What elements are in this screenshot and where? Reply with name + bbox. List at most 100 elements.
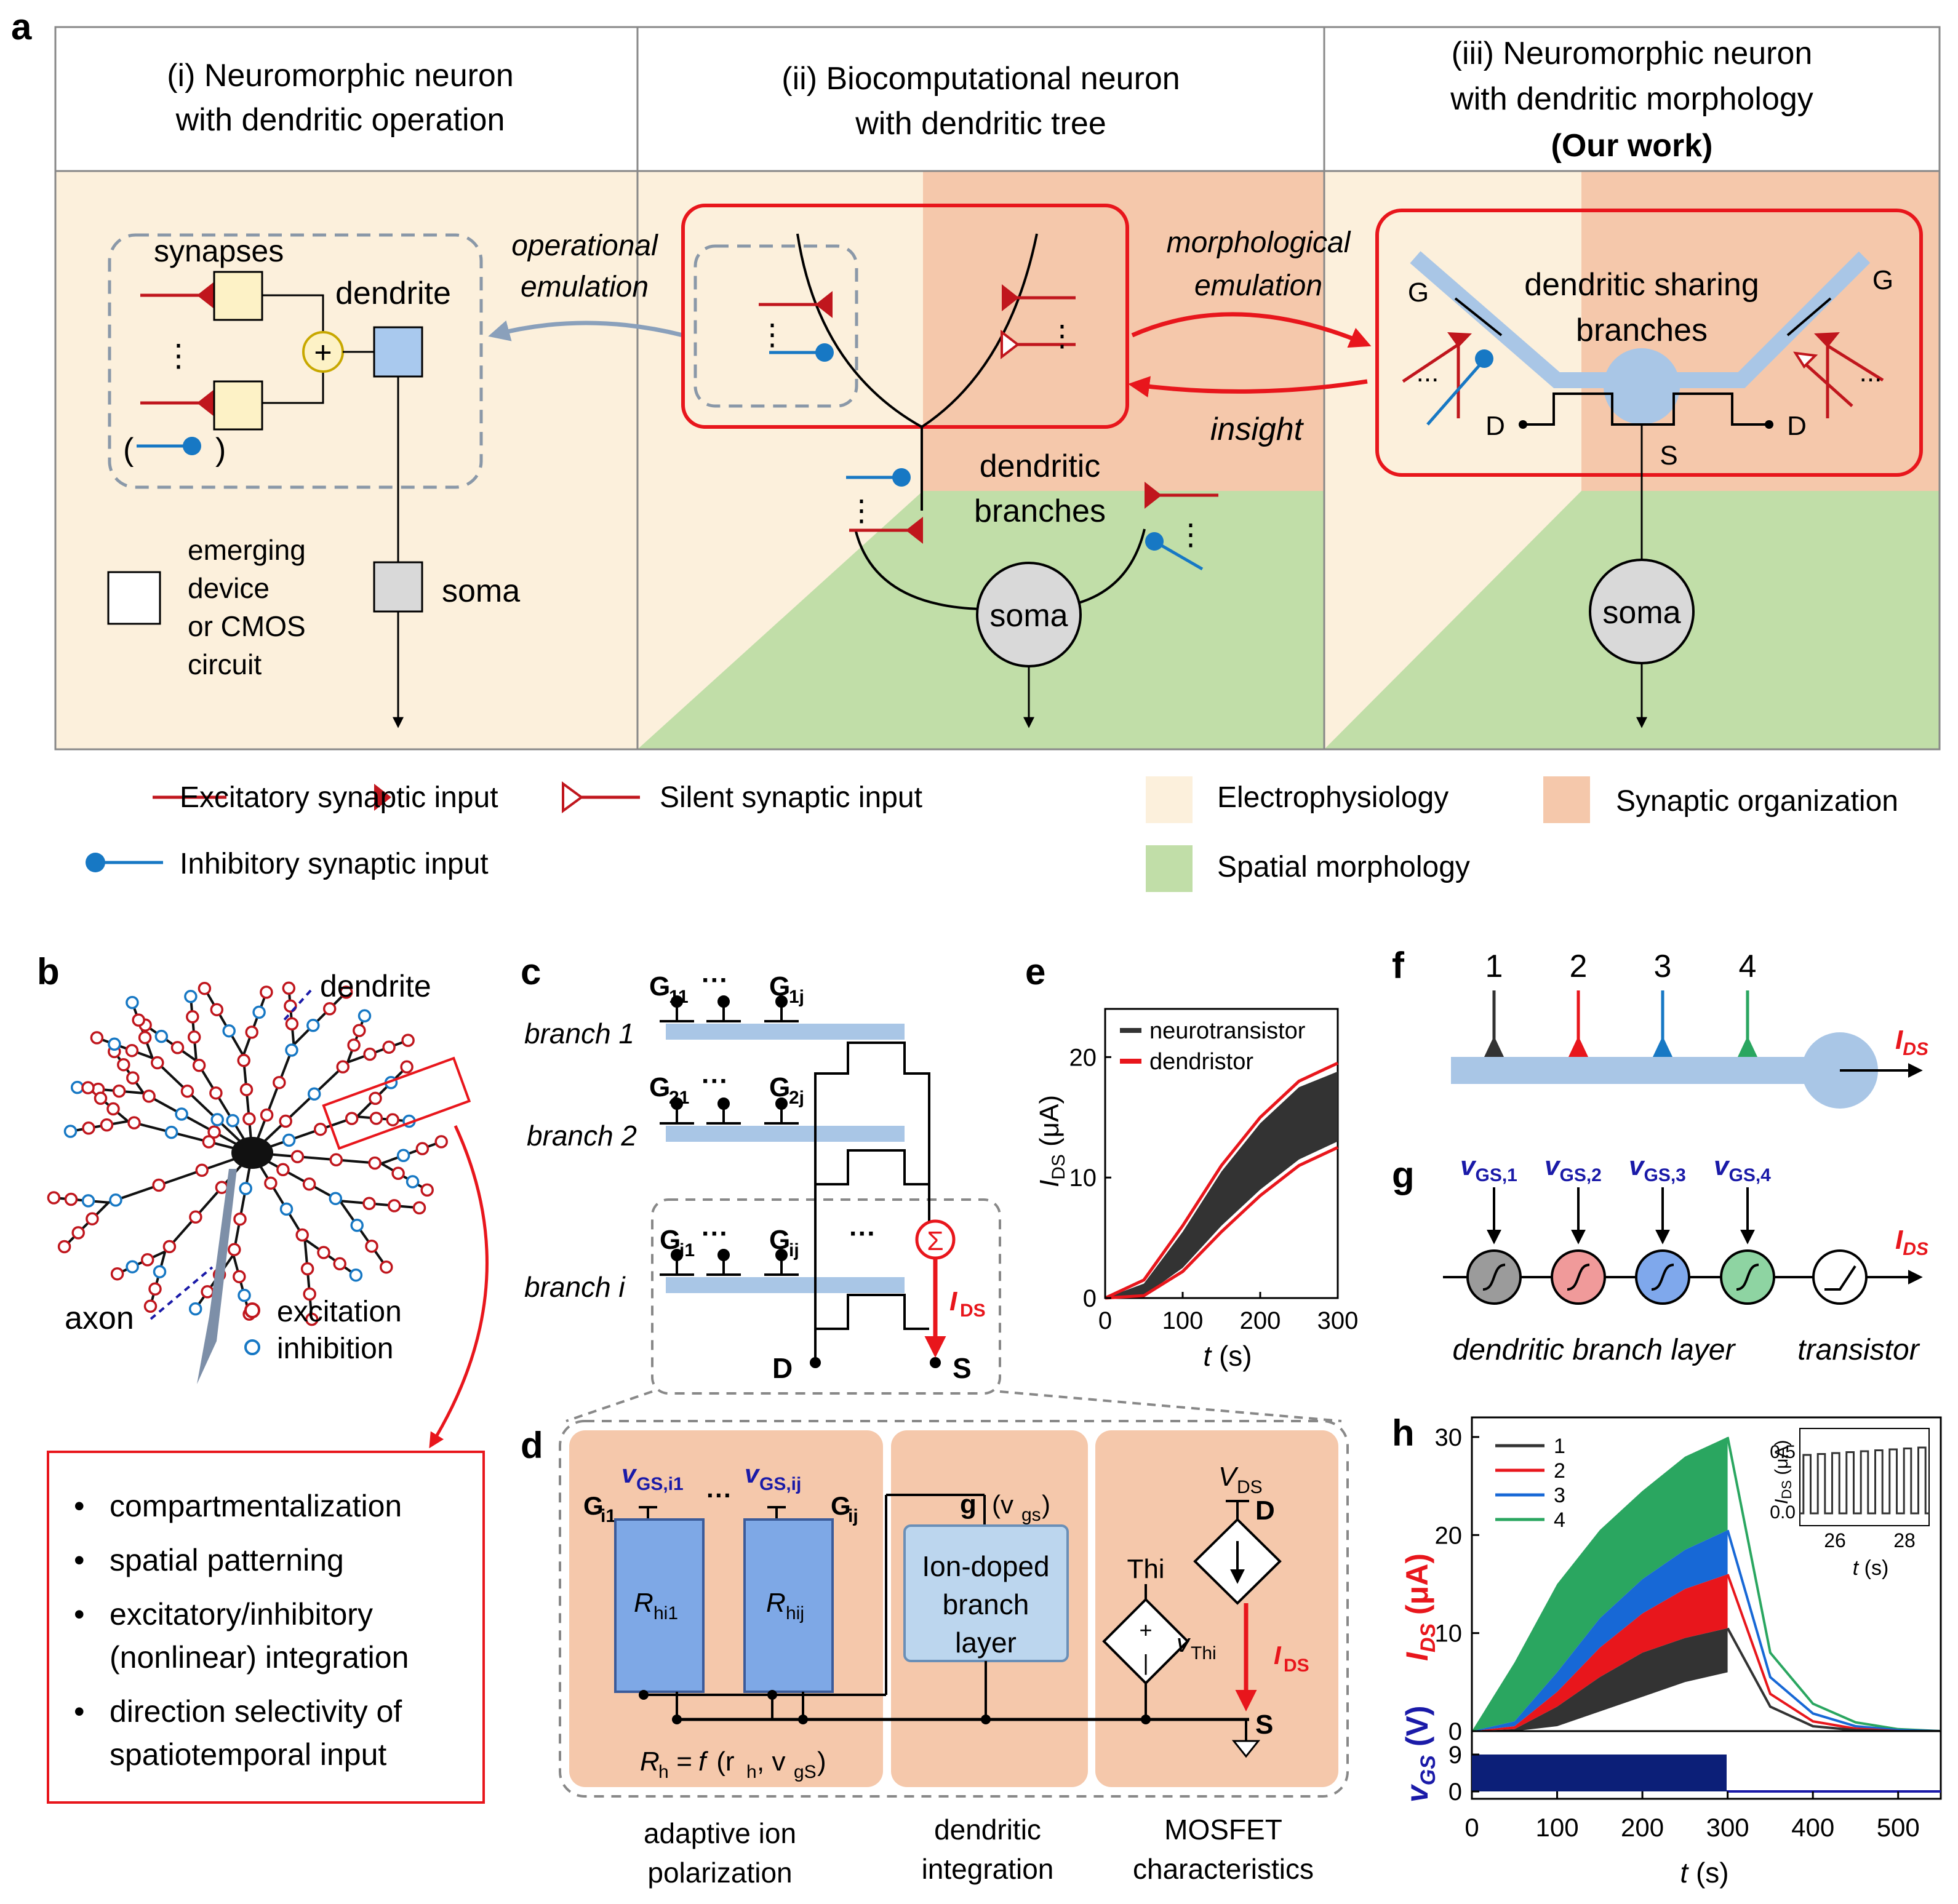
legend-spatial-swatch	[1146, 845, 1193, 892]
svg-text:h: h	[746, 1762, 757, 1782]
band-4	[1472, 1436, 1728, 1731]
inhibition-site	[188, 1302, 202, 1316]
legend-exc-label: Excitatory synaptic input	[180, 781, 498, 814]
panel-label-g: g	[1392, 1154, 1415, 1195]
legend-label-h-4: 4	[1554, 1508, 1565, 1532]
excitation-site	[110, 1267, 124, 1281]
xtick-label-e: 200	[1240, 1307, 1281, 1334]
svg-text:1j: 1j	[789, 987, 804, 1007]
inhibition-site	[153, 1265, 167, 1278]
circuit-dashed	[559, 1420, 1349, 1798]
excitation-site	[228, 1243, 241, 1257]
svg-text:gs: gs	[1021, 1505, 1041, 1525]
inset-xtick-label: 26	[1824, 1529, 1846, 1551]
inhibition-site	[126, 1260, 139, 1273]
legend-exc-symbol	[153, 784, 391, 811]
excitation-site	[282, 981, 296, 995]
soma-box	[373, 561, 423, 613]
excitation-site	[207, 1125, 221, 1139]
branch2-label: branch 2	[527, 1120, 637, 1152]
dendrite-branch	[143, 1092, 253, 1154]
branch1-channel	[666, 1024, 905, 1040]
inhibition-site	[63, 1125, 78, 1138]
svg-text:R: R	[640, 1747, 660, 1777]
svg-text:···: ···	[701, 1219, 729, 1249]
inhibition-site	[329, 1192, 343, 1205]
vgs-input-2: vGS,2	[1544, 1151, 1602, 1185]
cap-adaptive-2: polarization	[647, 1857, 792, 1889]
vgs-input-3: vGS,3	[1629, 1151, 1686, 1185]
G-left: G	[1408, 277, 1429, 308]
axon-shape	[197, 1169, 237, 1384]
excitation-site	[47, 1191, 61, 1205]
Rhij-resistor	[743, 1518, 834, 1693]
inhibition-site	[109, 1193, 122, 1207]
excitation-site	[285, 1017, 299, 1031]
svg-text:G: G	[583, 1491, 604, 1520]
svg-text:···: ···	[701, 1066, 729, 1096]
dendrite-subbranch	[380, 1139, 445, 1165]
dendrite-branch	[252, 1152, 382, 1165]
our-work-box	[1375, 209, 1923, 477]
excitation-site	[329, 1153, 343, 1167]
bullet-4b: spatiotemporal input	[110, 1737, 386, 1772]
dendrite-tree-upper	[796, 233, 1038, 429]
highlight-rect	[322, 1056, 471, 1150]
excitation-site	[201, 1285, 214, 1299]
col2-title-1: (ii) Biocomputational neuron	[781, 61, 1180, 97]
vgs-input-1: vGS,1	[1460, 1151, 1517, 1185]
panel-label-h: h	[1392, 1412, 1415, 1454]
dendrite-box	[373, 326, 423, 378]
excitation-site	[412, 1201, 426, 1215]
legend-synaptic-label: Synaptic organization	[1616, 785, 1898, 818]
excitation-site	[369, 1112, 383, 1125]
inset-pulses	[1800, 1446, 1929, 1515]
svg-text:h: h	[658, 1762, 669, 1782]
excitation-site	[347, 1038, 361, 1052]
excitation-site	[195, 1163, 209, 1177]
ground-symbol	[1231, 1740, 1261, 1758]
excitation-site	[152, 1178, 166, 1192]
paren-open: (	[123, 432, 134, 468]
dendrite-subbranch	[303, 1239, 314, 1324]
svg-text:2j: 2j	[789, 1088, 804, 1108]
inset-ytick-label: 0.0	[1770, 1502, 1796, 1523]
Rhi1-resistor	[614, 1518, 705, 1693]
dendrite-subbranch	[347, 1038, 412, 1064]
inset-ytick-label: 0.5	[1770, 1442, 1796, 1462]
svg-text:): )	[817, 1747, 826, 1777]
sigmoid-curve	[1736, 1264, 1759, 1291]
excitation-site	[295, 1228, 309, 1242]
svg-text:Thi: Thi	[1191, 1643, 1217, 1663]
morphological-2: emulation	[1194, 269, 1322, 302]
svg-text:ij: ij	[848, 1506, 858, 1526]
sharing-branch-node	[1604, 348, 1680, 424]
S-label-a: S	[1660, 440, 1677, 471]
dendrite-subbranch	[142, 1022, 198, 1062]
svg-text:v: v	[621, 1459, 637, 1488]
inhibition-site	[406, 1175, 420, 1189]
excitation-site	[290, 1150, 305, 1163]
inhibition-site	[126, 995, 139, 1010]
panel-label-e: e	[1025, 951, 1045, 992]
inhibition-site	[175, 1107, 188, 1121]
dendrite-subbranch	[304, 1238, 359, 1278]
dendrite-branch	[251, 1061, 349, 1154]
ids-f: IDS	[1895, 1025, 1928, 1059]
emerging-4: circuit	[188, 648, 262, 680]
dots-c2: ...	[1860, 357, 1882, 388]
vdots-b3: ⋮	[847, 495, 876, 527]
line-dendristor-lower	[1105, 1145, 1339, 1300]
excitation-site	[380, 1260, 393, 1274]
sigma-label: Σ	[927, 1226, 943, 1256]
svg-text:, v: , v	[757, 1747, 785, 1777]
svg-text:v: v	[1177, 1628, 1191, 1657]
panel-b: b dendrite axon excitation inhibition • …	[37, 951, 489, 1804]
excitation-site	[363, 1047, 377, 1061]
cap-integration-1: dendritic	[934, 1814, 1041, 1846]
tree-inner-dashed	[693, 244, 858, 408]
ytick-label-h: 0	[1449, 1718, 1462, 1745]
inhibition-label: inhibition	[277, 1332, 393, 1365]
excitation-site	[420, 1183, 434, 1197]
